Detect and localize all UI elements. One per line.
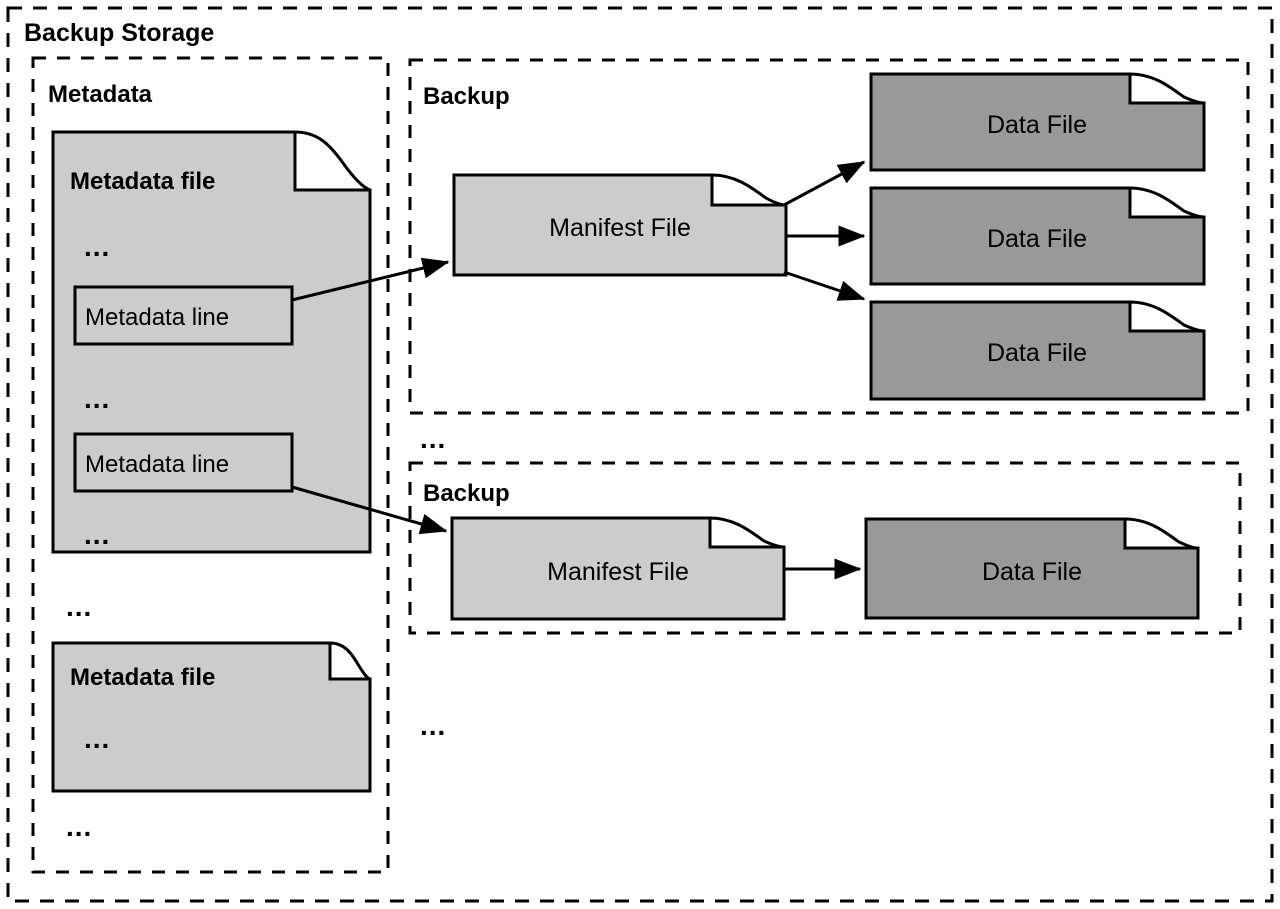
metadata-line-1[interactable]: Metadata line (73, 285, 294, 346)
manifest-file-1-label: Manifest File (549, 214, 691, 242)
metadata-file-2-ellipsis: ... (84, 723, 110, 754)
arrow-manifest1-to-datafile3 (783, 270, 866, 301)
data-file-1-3[interactable]: Data File (869, 300, 1206, 401)
backup-sections-ellipsis: ... (420, 423, 446, 454)
manifest-file-2-fold (709, 516, 785, 549)
metadata-file-1-ellipsis-bottom: ... (84, 519, 110, 550)
data-file-1-3-fold (1129, 300, 1205, 333)
cross-section-arrows (291, 257, 450, 535)
metadata-line-1-label: Metadata line (85, 304, 229, 331)
metadata-section-border (31, 56, 390, 874)
metadata-file-1-label: Metadata file (70, 168, 215, 195)
metadata-file-2-label: Metadata file (70, 664, 215, 691)
manifest-file-1-fold (711, 173, 787, 207)
metadata-line-2-label: Metadata line (85, 451, 229, 478)
data-file-2-1-label: Data File (982, 558, 1082, 586)
data-file-1-3-label: Data File (987, 339, 1087, 367)
metadata-section-label: Metadata (48, 81, 153, 108)
manifest-file-2-label: Manifest File (547, 558, 689, 586)
metadata-line-1-box (73, 285, 294, 346)
metadata-file-1-fold (294, 130, 371, 192)
backup-trailing-ellipsis: ... (420, 710, 446, 741)
data-file-1-2[interactable]: Data File (869, 186, 1206, 286)
data-file-1-1-label: Data File (987, 111, 1087, 139)
data-file-2-1[interactable]: Data File (864, 517, 1200, 620)
metadata-section-ellipsis-1: ... (66, 591, 92, 622)
metadata-file-1-ellipsis-mid: ... (84, 383, 110, 414)
arrow-metadataline2-to-manifest2 (291, 485, 448, 535)
backup-section-1: Backup Manifest File Data File Data File (408, 58, 1250, 415)
backup-section-1-label: Backup (423, 83, 510, 110)
backup-section-2-label: Backup (423, 480, 510, 507)
backup-section-2-border (408, 461, 1242, 635)
arrow-manifest1-to-datafile1 (783, 160, 866, 207)
backup-section-2: Backup Manifest File Data File (408, 461, 1242, 635)
data-file-1-1-fold (1129, 72, 1205, 105)
page-title: Backup Storage (24, 19, 214, 47)
metadata-line-2[interactable]: Metadata line (73, 432, 294, 493)
metadata-file-2-fold (329, 641, 371, 681)
metadata-file-2[interactable]: Metadata file ... (51, 641, 372, 793)
data-file-2-1-fold (1124, 517, 1199, 550)
arrow-metadataline1-to-manifest1 (291, 257, 450, 302)
backup-section-1-border (408, 58, 1250, 415)
metadata-file-1-ellipsis-top: ... (84, 231, 110, 262)
metadata-section: Metadata Metadata file ... Metadata line… (31, 56, 390, 874)
data-file-1-1[interactable]: Data File (869, 72, 1206, 172)
outer-frame-backup-storage: Backup Storage (6, 6, 1274, 903)
metadata-line-2-box (73, 432, 294, 493)
manifest-file-2[interactable]: Manifest File (450, 516, 786, 621)
manifest-file-1[interactable]: Manifest File (452, 173, 788, 277)
metadata-file-1[interactable]: Metadata file ... Metadata line ... Meta… (51, 130, 372, 554)
metadata-section-ellipsis-2: ... (66, 811, 92, 842)
data-file-1-2-fold (1129, 186, 1205, 219)
outer-frame-border (6, 6, 1274, 903)
data-file-1-2-label: Data File (987, 225, 1087, 253)
